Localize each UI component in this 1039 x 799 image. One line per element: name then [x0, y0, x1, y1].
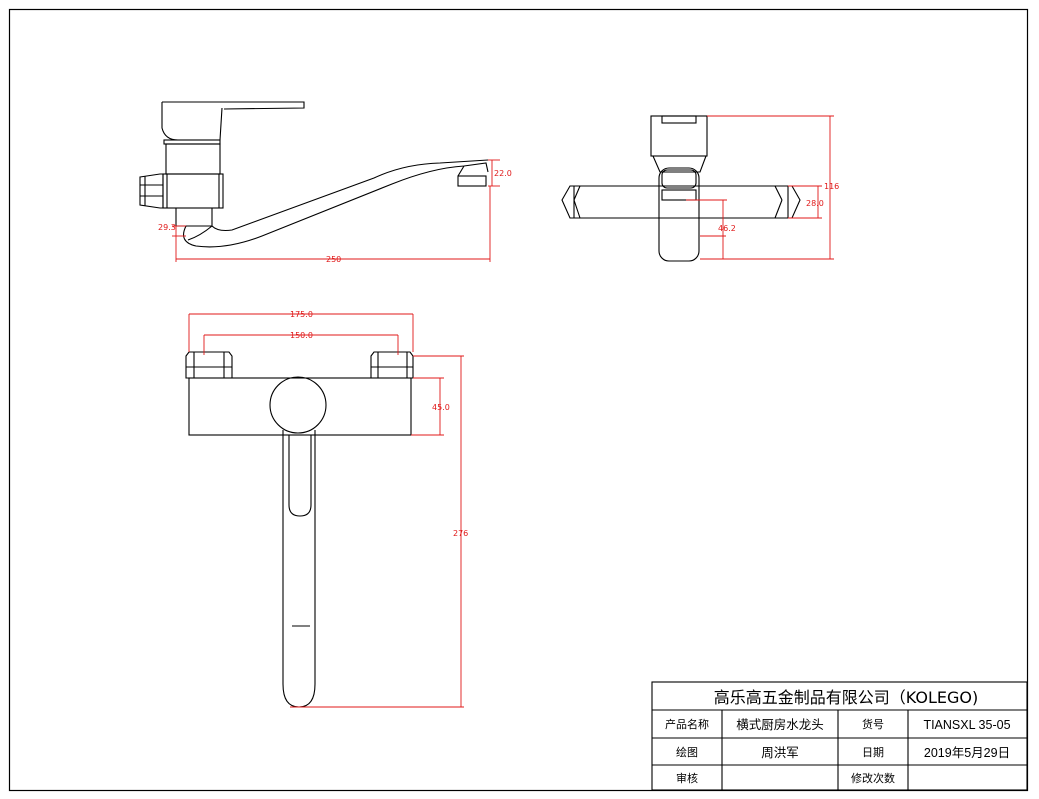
- date-value: 2019年5月29日: [924, 746, 1010, 760]
- dim-top-inner-width: 150.0: [290, 331, 313, 340]
- dim-body-offset: 29.3: [158, 223, 176, 232]
- dim-top-outer-width: 175.0: [290, 310, 313, 319]
- drawn-by-value: 周洪军: [761, 746, 799, 760]
- dim-spout-height: 22.0: [494, 169, 512, 178]
- drawing-border: [8, 8, 1029, 792]
- dim-top-body-height: 45.0: [432, 403, 450, 412]
- end-view-dimensions: [686, 115, 834, 260]
- dim-end-total-height: 116: [824, 182, 839, 191]
- side-view: 22.0 29.3 250: [139, 101, 512, 264]
- title-block: 高乐高五金制品有限公司（KOLEGO) 产品名称 横式厨房水龙头 货号 TIAN…: [651, 681, 1028, 791]
- side-view-dimensions: [172, 159, 500, 262]
- end-view-faucet: [561, 115, 801, 262]
- item-no-value: TIANSXL 35-05: [923, 718, 1010, 732]
- dim-end-handle-height: 28.0: [806, 199, 824, 208]
- item-no-label: 货号: [862, 717, 884, 731]
- drawn-by-label: 绘图: [676, 745, 698, 759]
- company-name: 高乐高五金制品有限公司（KOLEGO): [714, 688, 978, 707]
- date-label: 日期: [862, 746, 884, 759]
- top-view-dimensions: [188, 313, 464, 708]
- side-view-faucet: [139, 101, 489, 248]
- dim-top-total-length: 276: [453, 529, 468, 538]
- top-view-faucet: [185, 351, 414, 708]
- top-view: 175.0 150.0 45.0 276: [185, 310, 468, 708]
- product-name-label: 产品名称: [665, 717, 709, 731]
- end-view: 116 28.0 46.2: [561, 115, 839, 262]
- reviewed-label: 审核: [676, 771, 698, 785]
- revisions-label: 修改次数: [851, 771, 895, 785]
- dim-side-length: 250: [326, 255, 341, 264]
- product-name-value: 横式厨房水龙头: [736, 717, 824, 732]
- dim-end-handle-depth: 46.2: [718, 224, 736, 233]
